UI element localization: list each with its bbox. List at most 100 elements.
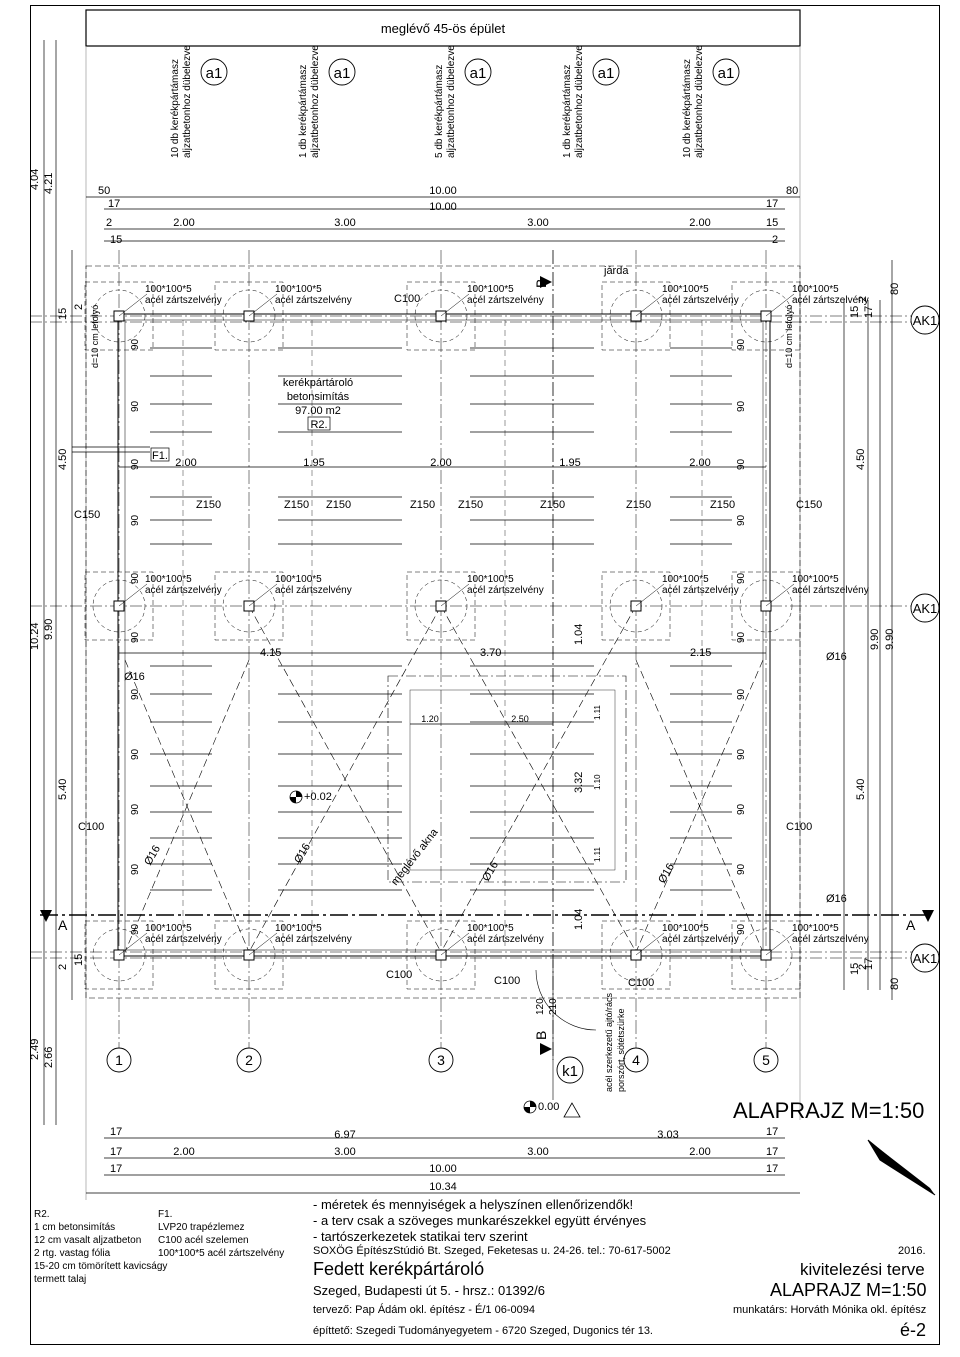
gate-dim: 120 (535, 998, 546, 1015)
gate-note: acél szerkezetű ajtó/rács (604, 992, 614, 1092)
title-block-year: 2016. (898, 1245, 926, 1257)
column-profile-label: 100*100*5 (145, 284, 192, 295)
spacing-dim: 90 (130, 572, 141, 584)
gate-label: k1 (562, 1063, 578, 1080)
column-profile-label: 100*100*5 (275, 284, 322, 295)
dim-text: 17 (766, 1163, 778, 1175)
spacing-dim: 90 (736, 338, 747, 350)
note-line: - tartószerkezetek statikai terv szerint (313, 1229, 528, 1244)
column-profile-label: 100*100*5 (662, 284, 709, 295)
ak-label: AK1 (913, 951, 938, 966)
anchor-code: a1 (718, 65, 735, 82)
column-profile-label: 100*100*5 (275, 923, 322, 934)
gutter-label: d=10 cm lefolyó (784, 305, 794, 368)
spacing-dim: 90 (736, 748, 747, 760)
spacing-dim: 90 (736, 400, 747, 412)
dim-text: 2.49 (29, 1039, 41, 1060)
spacing-dim: 90 (736, 863, 747, 875)
dim-text: 1.04 (573, 624, 585, 645)
dim-text: 15 (73, 954, 85, 966)
footing (731, 920, 801, 990)
dim-text: 2 (106, 217, 112, 229)
dim-text: 50 (98, 185, 110, 197)
existing-building-label: meglévő 45-ös épület (381, 21, 506, 36)
title-block-project: Fedett kerékpártároló (313, 1259, 485, 1279)
rebar-label: Ø16 (124, 671, 145, 683)
note-line: - a terv csak a szöveges munkarészekkel … (313, 1213, 647, 1228)
title-block-phase: kivitelezési terve (800, 1260, 925, 1279)
column-profile-label: acél zártszelvény (145, 295, 222, 306)
footing (406, 281, 476, 351)
legend-f1-line: C100 acél szelemen (158, 1235, 249, 1246)
ak-marker (910, 305, 940, 335)
rebar-label: Ø16 (292, 841, 313, 865)
legend-r2-line: 15-20 cm tömörített kavicságy (34, 1261, 168, 1272)
level-label: 0.00 (538, 1101, 559, 1113)
anchor-tag (712, 58, 740, 86)
dim-text: 9.90 (884, 629, 896, 650)
title-block-client: építtető: Szegedi Tudományegyetem - 6720… (313, 1325, 653, 1337)
footing (601, 281, 671, 351)
dim-text: 2.00 (689, 1146, 710, 1158)
dim-text: 15 (110, 234, 122, 246)
dim-text: 3.32 (573, 772, 585, 793)
dim-text: 3.00 (334, 1146, 355, 1158)
footing (601, 920, 671, 990)
c100-label: C100 (628, 977, 654, 989)
column-profile-label: acél zártszelvény (275, 934, 352, 945)
anchor-note: aljzatbetonhoz dübelezve (574, 45, 585, 158)
z150-label: Z150 (540, 499, 565, 511)
column-profile-label: 100*100*5 (467, 574, 514, 585)
column-profile-label: acél zártszelvény (792, 585, 869, 596)
dim-text: 10.34 (429, 1181, 457, 1193)
gutter-label: d=10 cm lefolyó (90, 305, 100, 368)
footing (406, 920, 476, 990)
spacing-dim: 90 (130, 688, 141, 700)
gate-note: porszórt, sötétszürke (616, 1008, 626, 1092)
anchor-note: 1 db kerékpártámasz (298, 65, 309, 158)
section-label: A (906, 917, 916, 933)
column-profile-label: 100*100*5 (792, 574, 839, 585)
title-block-coworker: munkatárs: Horváth Mónika okl. építész (733, 1304, 927, 1316)
dim-text: 15 (849, 963, 861, 975)
dim-text: 17 (766, 1126, 778, 1138)
anchor-tag (592, 58, 620, 86)
c100-label: C100 (394, 293, 420, 305)
z150-label: Z150 (284, 499, 309, 511)
axis-bubble (623, 1047, 649, 1073)
walkway-label: járda (603, 265, 629, 277)
spacing-dim: 90 (130, 863, 141, 875)
anchor-note: aljzatbetonhoz dübelezve (310, 45, 321, 158)
floor-plan-drawing: meglévő 45-ös épület (29, 9, 940, 1200)
dim-text: 2.50 (511, 714, 529, 724)
legend-r2: R2. 1 cm betonsimítás 12 cm vasalt aljza… (34, 1208, 167, 1286)
dim-text: 4.50 (855, 449, 867, 470)
axis-bubble (753, 1047, 779, 1073)
rebar-label: Ø16 (480, 859, 501, 883)
section-label: B (533, 279, 549, 288)
anchor-code: a1 (206, 65, 223, 82)
title-block-sheet-number: é-2 (900, 1320, 927, 1340)
dim-text: 2.00 (175, 457, 196, 469)
dim-text: 17 (863, 958, 875, 970)
dim-text: 5.40 (855, 779, 867, 800)
spacing-dim: 90 (130, 923, 141, 935)
dim-text: 10.24 (29, 622, 41, 650)
existing-building (85, 9, 801, 47)
plan-title: ALAPRAJZ M=1:50 (733, 1098, 925, 1123)
anchor-code: a1 (598, 65, 615, 82)
dim-text: 2.00 (689, 457, 710, 469)
dim-text: 15 (849, 306, 861, 318)
dim-text: 2 (857, 296, 869, 302)
legend-r2-title: R2. (34, 1209, 50, 1220)
column-profile-label: acél zártszelvény (467, 585, 544, 596)
dim-text: 2 (73, 304, 85, 310)
gate-dim: 210 (548, 998, 559, 1015)
dim-text: 2 (57, 964, 69, 970)
dim-text: 15 (766, 217, 778, 229)
c100-label: C100 (786, 821, 812, 833)
sheet-border (30, 5, 940, 1345)
dim-text: 4.15 (260, 647, 281, 659)
level-label: +0.02 (304, 791, 332, 803)
spacing-dim: 90 (736, 803, 747, 815)
